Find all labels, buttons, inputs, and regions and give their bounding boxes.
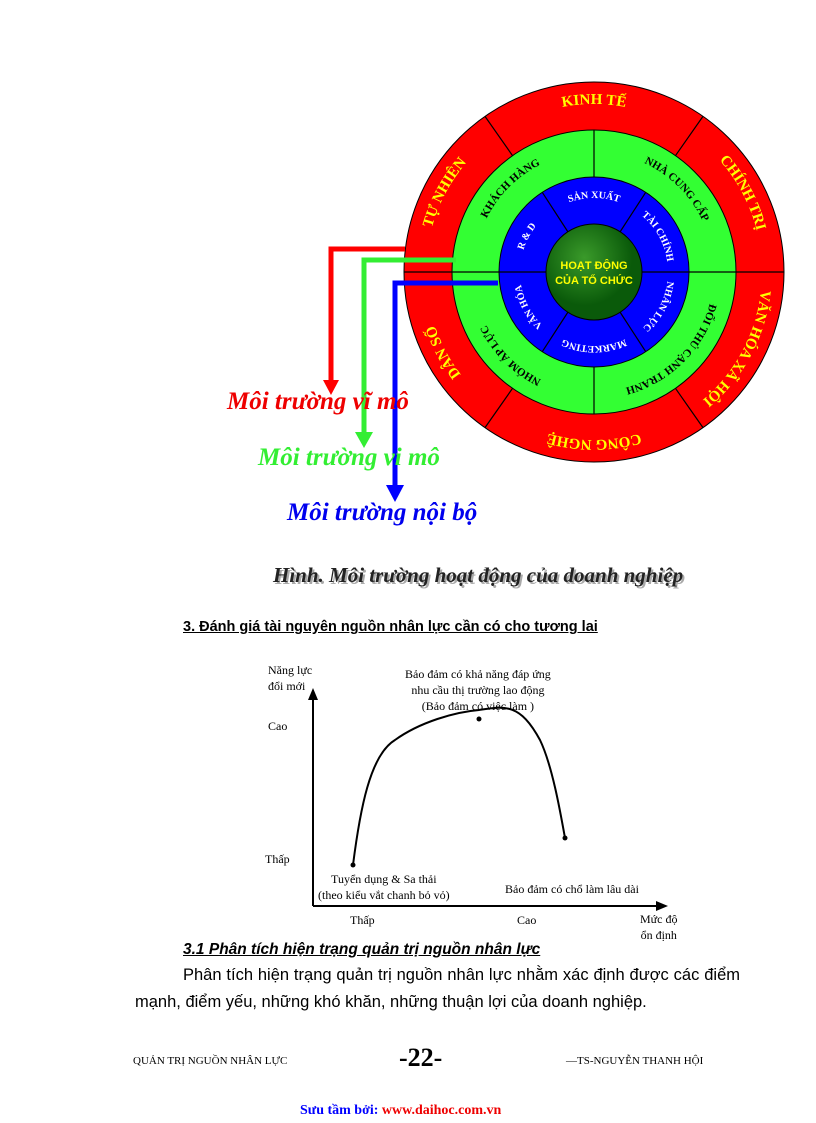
section-3-1-heading: 3.1 Phân tích hiện trạng quản trị nguồn … [183,941,541,958]
macro-label: Môi trường vĩ mô [227,388,409,415]
section-3-heading: 3. Đánh giá tài nguyên nguồn nhân lực cầ… [183,619,598,635]
stability-chart [308,688,668,911]
end-note: Bảo đảm có chổ làm lâu dài [505,882,639,896]
center-circle [545,223,643,321]
macro-arrowhead [323,380,339,395]
peak-point [476,716,482,722]
micro-label: Môi trường vi mô [258,444,440,471]
start-point [350,862,356,868]
internal-label: Môi trường nội bộ [287,499,478,526]
outer-ring-label: KINH TẾ [561,92,628,111]
x-axis-arrowhead [656,901,668,911]
footer-right: —TS-NGUYỄN THANH HỘI [566,1055,704,1067]
x-tick-low: Thấp [350,913,375,927]
internal-arrowhead [386,485,404,502]
y-tick-high: Cao [268,719,288,733]
macro-arrow [328,246,405,382]
curve [352,706,566,866]
credit-link[interactable]: www.daihoc.com.vn [381,1103,502,1118]
figure-caption: Hình. Môi trường hoạt động của doanh ngh… [273,563,684,587]
micro-arrow [361,257,456,435]
center-label: HOẠT ĐỘNG [560,259,627,272]
y-axis-arrowhead [308,688,318,700]
start-note: Tuyển dụng & Sa thải(theo kiểu vắt chanh… [318,872,450,902]
x-tick-high: Cao [517,913,537,927]
footer-left: QUẢN TRỊ NGUỒN NHÂN LỰC [133,1055,288,1067]
arrows [323,246,498,502]
y-tick-low: Thấp [265,852,290,866]
micro-arrowhead [355,432,373,448]
page-number: -22- [399,1043,443,1072]
credit: Sưu tầm bởi: www.daihoc.com.vn [300,1103,502,1118]
internal-arrow [392,280,498,488]
center-label: CỦA TỔ CHỨC [555,274,633,287]
body-paragraph: Phân tích hiện trạng quản trị nguồn nhân… [135,966,740,1011]
end-point [562,835,568,841]
outer-ring-label: CÔNG NGHỆ [545,430,643,452]
